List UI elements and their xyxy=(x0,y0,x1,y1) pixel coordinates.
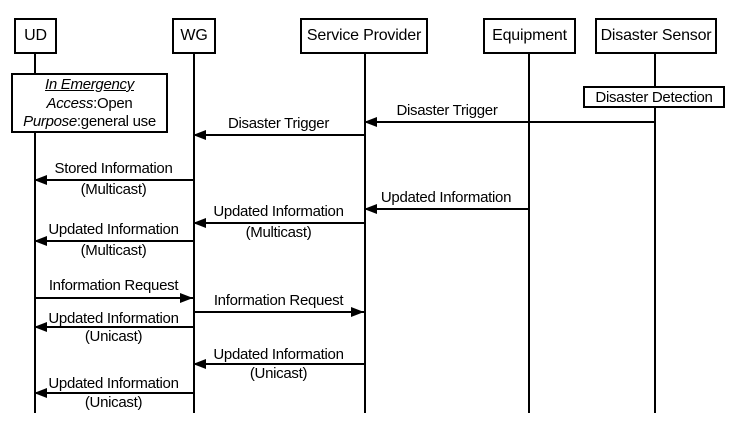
arrowhead-left-icon xyxy=(34,322,47,332)
arrowhead-left-icon xyxy=(364,204,377,214)
emergency-note: In Emergency Access:Open Purpose:general… xyxy=(11,73,168,133)
arrowhead-left-icon xyxy=(193,130,206,140)
message-sublabel: (Unicast) xyxy=(84,394,143,411)
note-access-value: :Open xyxy=(93,94,133,112)
message-label: Stored Information xyxy=(54,160,173,177)
actor-label: Equipment xyxy=(492,27,567,44)
actor-box-ud: UD xyxy=(14,18,57,54)
message-label: Updated Information xyxy=(48,310,179,327)
message-label: Updated Information xyxy=(380,189,512,206)
message-line xyxy=(364,208,528,210)
arrowhead-left-icon xyxy=(364,117,377,127)
message-label: Updated Information xyxy=(48,221,179,238)
arrowhead-left-icon xyxy=(34,236,47,246)
lifeline-service-provider xyxy=(364,54,366,413)
actor-label: UD xyxy=(24,27,47,44)
message-label: Information Request xyxy=(213,292,344,309)
note-purpose-label: Purpose xyxy=(23,113,77,130)
message-sublabel: (Multicast) xyxy=(80,181,147,198)
message-line xyxy=(193,363,364,365)
note-title: In Emergency xyxy=(45,76,134,93)
arrowhead-left-icon xyxy=(34,388,47,398)
message-line xyxy=(34,240,193,242)
message-sublabel: (Multicast) xyxy=(245,224,312,241)
lifeline-equipment xyxy=(528,54,530,413)
arrowhead-left-icon xyxy=(193,218,206,228)
message-label: Disaster Trigger xyxy=(396,102,498,119)
note-purpose-value: :general use xyxy=(76,113,156,130)
message-line xyxy=(193,222,364,224)
message-sublabel: (Unicast) xyxy=(84,328,143,345)
disaster-detection-box: Disaster Detection xyxy=(583,86,725,108)
message-sublabel: (Multicast) xyxy=(80,242,147,259)
message-line xyxy=(34,392,193,394)
lifeline-disaster-sensor xyxy=(654,54,656,413)
message-label: Disaster Trigger xyxy=(227,115,330,132)
actor-box-service-provider: Service Provider xyxy=(300,18,428,54)
message-label: Updated Information xyxy=(213,346,344,363)
note-access-line: Access:Open xyxy=(13,95,166,114)
actor-box-disaster-sensor: Disaster Sensor xyxy=(595,18,717,54)
actor-box-equipment: Equipment xyxy=(483,18,576,54)
arrowhead-left-icon xyxy=(193,359,206,369)
note-purpose-line: Purpose:general use xyxy=(13,113,166,132)
message-line xyxy=(34,179,193,181)
message-line xyxy=(364,121,654,123)
actor-label: WG xyxy=(180,27,208,44)
message-line xyxy=(34,297,193,299)
message-sublabel: (Unicast) xyxy=(249,365,308,382)
note-access-label: Access xyxy=(46,94,94,112)
message-line xyxy=(34,326,193,328)
actor-label: Service Provider xyxy=(306,27,422,44)
message-line xyxy=(193,311,364,313)
lifeline-wg xyxy=(193,54,195,413)
message-label: Information Request xyxy=(48,277,179,294)
actor-box-wg: WG xyxy=(172,18,216,54)
arrowhead-left-icon xyxy=(34,175,47,185)
message-label: Updated Information xyxy=(48,375,179,392)
arrowhead-right-icon xyxy=(351,307,364,317)
note-title-line: In Emergency xyxy=(13,76,166,95)
actor-label: Disaster Sensor xyxy=(600,27,712,44)
event-label: Disaster Detection xyxy=(595,88,713,106)
message-line xyxy=(193,134,364,136)
lifeline-ud xyxy=(34,54,36,413)
arrowhead-right-icon xyxy=(180,293,193,303)
message-label: Updated Information xyxy=(213,203,344,220)
